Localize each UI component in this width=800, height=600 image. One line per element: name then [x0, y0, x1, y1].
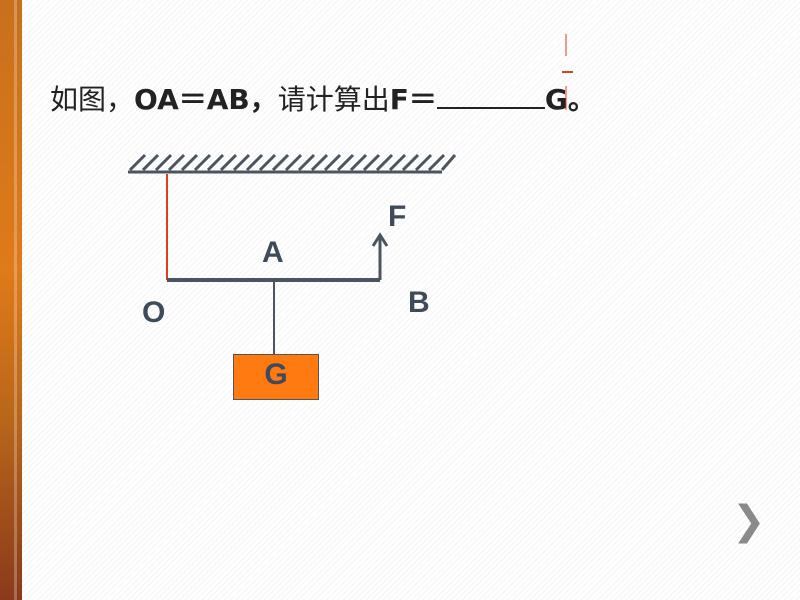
red-annotation-mark	[562, 34, 573, 110]
question-equation: OA＝AB，	[134, 83, 278, 116]
question-middle: 请计算出	[277, 83, 390, 116]
accent-bar-highlight	[14, 0, 17, 600]
label-b: B	[408, 286, 430, 319]
answer-blank[interactable]	[436, 85, 545, 109]
ceiling-hatch	[128, 153, 457, 174]
question-f-equals: F＝	[389, 83, 437, 116]
slide-background	[22, 0, 800, 600]
label-a: A	[262, 236, 284, 269]
question-suffix: G。	[544, 83, 596, 116]
question-prefix: 如图，	[50, 83, 135, 116]
question-text: 如图，OA＝AB，请计算出F＝ G。	[50, 78, 596, 118]
label-f: F	[388, 200, 407, 233]
slide-left-accent-bar	[0, 0, 22, 600]
label-g: G	[264, 358, 288, 391]
label-o: O	[142, 296, 166, 329]
next-chevron-icon[interactable]: ❯	[732, 498, 766, 544]
weight-block: G	[233, 354, 319, 400]
upward-arrow-icon	[371, 232, 389, 280]
